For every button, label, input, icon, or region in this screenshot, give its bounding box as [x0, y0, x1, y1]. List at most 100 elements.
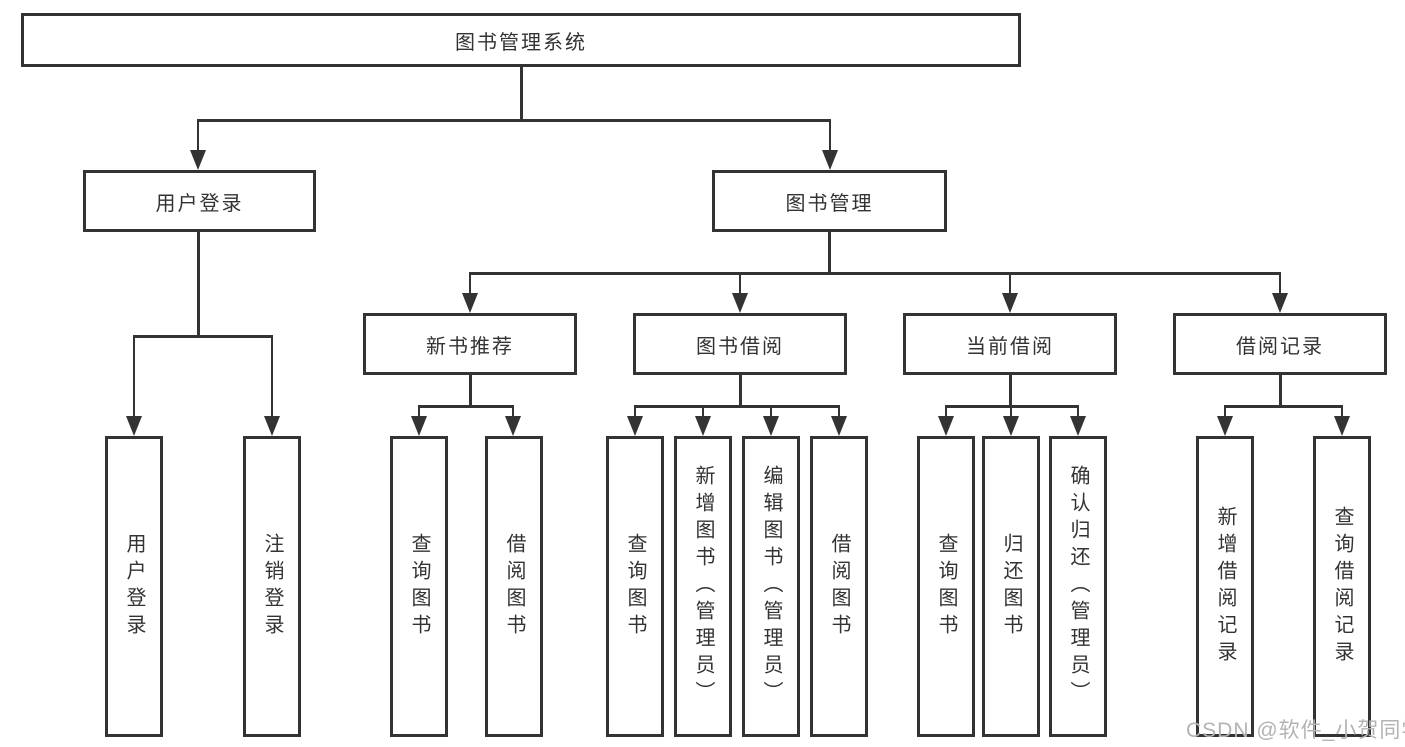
leaf-label: 查询图书 — [935, 532, 957, 641]
arrow-shaft — [270, 335, 274, 417]
connector-book-borrow-children-horizontal — [634, 405, 840, 408]
arrow-shaft — [1223, 405, 1227, 417]
arrow-shaft — [837, 405, 841, 417]
node-label: 用户登录 — [155, 192, 244, 215]
arrow-head-icon — [126, 416, 142, 436]
leaf-add-borrow-record: 新增借阅记录 — [1196, 436, 1254, 737]
connector-level3-horizontal — [469, 272, 1281, 275]
arrow-head-icon — [831, 416, 847, 436]
node-borrow-records: 借阅记录 — [1173, 313, 1387, 375]
arrow-head-icon — [1002, 293, 1018, 313]
arrow-shaft — [701, 405, 705, 417]
arrow-to-leaf-edit-book — [763, 405, 779, 436]
arrow-to-leaf-borrow-books-1 — [505, 405, 521, 436]
leaf-label: 借阅图书 — [503, 532, 525, 641]
leaf-label: 新增图书（管理员） — [692, 465, 714, 708]
arrow-shaft — [468, 272, 472, 294]
arrow-head-icon — [190, 150, 206, 170]
connector-borrow-records-children-horizontal — [1224, 405, 1343, 408]
arrow-head-icon — [1272, 293, 1288, 313]
arrow-shaft — [196, 119, 200, 151]
arrow-head-icon — [505, 416, 521, 436]
arrow-head-icon — [1334, 416, 1350, 436]
leaf-add-book-admin: 新增图书（管理员） — [674, 436, 732, 737]
leaf-label: 编辑图书（管理员） — [760, 465, 782, 708]
arrow-to-leaf-add-borrow-record — [1217, 405, 1233, 436]
leaf-borrow-books-2: 借阅图书 — [810, 436, 868, 737]
arrow-head-icon — [411, 416, 427, 436]
arrow-to-leaf-query-books-1 — [411, 405, 427, 436]
connector-level2-horizontal — [197, 119, 831, 122]
arrow-head-icon — [627, 416, 643, 436]
leaf-label: 归还图书 — [1000, 532, 1022, 641]
node-root-system: 图书管理系统 — [21, 13, 1021, 67]
arrow-head-icon — [264, 416, 280, 436]
arrow-to-user-login — [190, 119, 206, 170]
leaf-user-login: 用户登录 — [105, 436, 163, 737]
connector-book-borrow-stem — [739, 375, 742, 406]
arrow-shaft — [769, 405, 773, 417]
leaf-return-books: 归还图书 — [982, 436, 1040, 737]
arrow-head-icon — [1217, 416, 1233, 436]
arrow-shaft — [511, 405, 515, 417]
arrow-shaft — [417, 405, 421, 417]
connector-book-mgmt-stem — [828, 232, 831, 273]
arrow-to-leaf-query-borrow-record — [1334, 405, 1350, 436]
arrow-head-icon — [763, 416, 779, 436]
connector-root-stem — [520, 67, 523, 121]
node-book-management: 图书管理 — [712, 170, 947, 232]
arrow-shaft — [1008, 272, 1012, 294]
arrow-shaft — [132, 335, 136, 417]
arrow-shaft — [738, 272, 742, 294]
leaf-borrow-books-1: 借阅图书 — [485, 436, 543, 737]
arrow-to-leaf-return-books — [1003, 405, 1019, 436]
connector-user-login-stem — [197, 232, 200, 336]
leaf-label: 新增借阅记录 — [1214, 505, 1236, 668]
leaf-query-books-1: 查询图书 — [390, 436, 448, 737]
arrow-to-leaf-query-books-2 — [627, 405, 643, 436]
arrow-head-icon — [1003, 416, 1019, 436]
arrow-shaft — [828, 119, 832, 151]
arrow-shaft — [1278, 272, 1282, 294]
arrow-head-icon — [938, 416, 954, 436]
leaf-label: 查询借阅记录 — [1331, 505, 1353, 668]
arrow-to-leaf-logout — [264, 335, 280, 436]
node-label: 当前借阅 — [966, 335, 1054, 358]
arrow-head-icon — [462, 293, 478, 313]
connector-current-borrow-stem — [1009, 375, 1012, 406]
arrow-shaft — [1076, 405, 1080, 417]
leaf-label: 查询图书 — [624, 532, 646, 641]
leaf-query-books-3: 查询图书 — [917, 436, 975, 737]
arrow-to-book-mgmt — [822, 119, 838, 170]
node-book-borrowing: 图书借阅 — [633, 313, 847, 375]
leaf-label: 借阅图书 — [828, 532, 850, 641]
leaf-query-books-2: 查询图书 — [606, 436, 664, 737]
arrow-shaft — [633, 405, 637, 417]
connector-new-book-stem — [469, 375, 472, 406]
arrow-head-icon — [1070, 416, 1086, 436]
leaf-logout: 注销登录 — [243, 436, 301, 737]
arrow-head-icon — [822, 150, 838, 170]
node-new-book-recommend: 新书推荐 — [363, 313, 577, 375]
arrow-to-leaf-add-book — [695, 405, 711, 436]
arrow-head-icon — [732, 293, 748, 313]
node-user-login: 用户登录 — [83, 170, 316, 232]
arrow-to-leaf-user-login — [126, 335, 142, 436]
node-label: 新书推荐 — [426, 335, 514, 358]
leaf-label: 确认归还（管理员） — [1067, 465, 1089, 708]
leaf-label: 注销登录 — [261, 532, 283, 641]
node-label: 图书管理 — [785, 192, 874, 215]
arrow-head-icon — [695, 416, 711, 436]
leaf-label: 用户登录 — [123, 532, 145, 641]
arrow-to-leaf-borrow-books-2 — [831, 405, 847, 436]
arrow-to-new-book — [462, 272, 478, 313]
node-label: 图书管理系统 — [455, 31, 587, 54]
leaf-edit-book-admin: 编辑图书（管理员） — [742, 436, 800, 737]
leaf-query-borrow-record: 查询借阅记录 — [1313, 436, 1371, 737]
node-label: 图书借阅 — [696, 335, 784, 358]
arrow-shaft — [1009, 405, 1013, 417]
arrow-to-leaf-query-books-3 — [938, 405, 954, 436]
arrow-shaft — [1340, 405, 1344, 417]
arrow-to-leaf-confirm-return — [1070, 405, 1086, 436]
